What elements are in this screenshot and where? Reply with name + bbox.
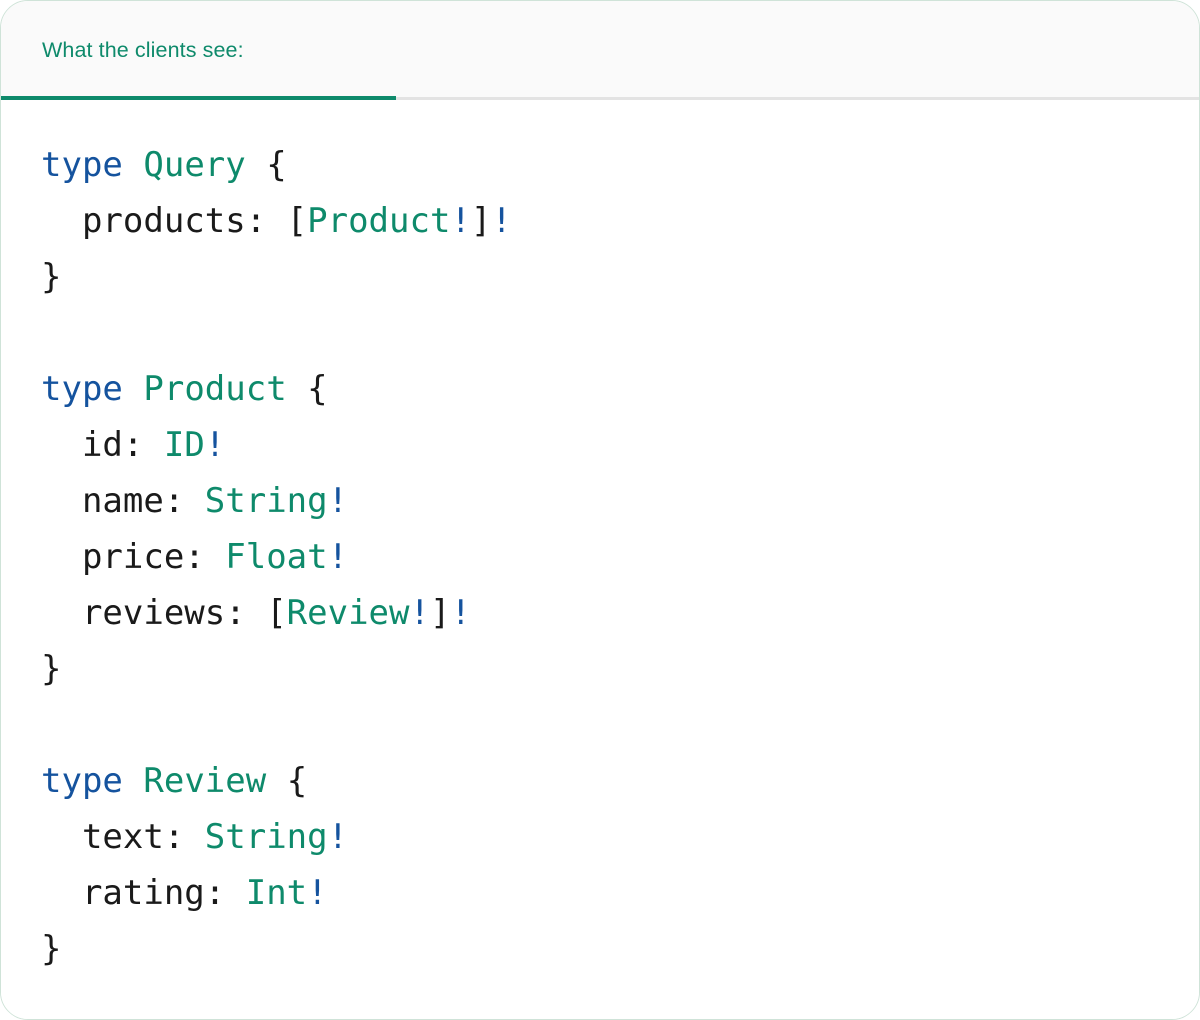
token-typename: Review (286, 593, 410, 633)
token-typename: String (204, 817, 328, 857)
token-keyword: type (41, 761, 123, 801)
token-typename: Query (143, 145, 246, 185)
graphql-schema-code[interactable]: type Query { products: [Product!]! } typ… (1, 137, 1199, 977)
code-line: } (41, 641, 1199, 697)
token-punct: } (41, 649, 62, 689)
token-field: text (41, 817, 164, 857)
code-line: id: ID! (41, 417, 1199, 473)
token-bang: ! (450, 201, 471, 241)
token-bang: ! (409, 593, 430, 633)
token-field: rating (41, 873, 205, 913)
code-line: reviews: [Review!]! (41, 585, 1199, 641)
tab-bar: What the clients see: (1, 1, 1199, 100)
token-punct: [ (266, 593, 287, 633)
token-punct: : (204, 873, 246, 913)
code-line: } (41, 249, 1199, 305)
token-bang: ! (327, 817, 349, 857)
token-bang: ! (491, 201, 512, 241)
token-field: id (41, 425, 123, 465)
code-panel: type Query { products: [Product!]! } typ… (1, 100, 1199, 1019)
token-punct: { (266, 145, 287, 185)
token-punct (266, 761, 286, 801)
token-punct: ] (470, 201, 492, 241)
code-line: text: String! (41, 809, 1199, 865)
token-field: price (41, 537, 185, 577)
token-punct: : (163, 817, 205, 857)
token-punct: { (286, 761, 308, 801)
token-field: products (41, 201, 246, 241)
token-field: name (41, 481, 164, 521)
token-punct: : (225, 593, 267, 633)
token-keyword: type (41, 145, 123, 185)
token-keyword: type (41, 369, 123, 409)
code-line: type Review { (41, 753, 1199, 809)
token-punct: : (184, 537, 226, 577)
token-bang: ! (204, 425, 226, 465)
code-line (41, 305, 1199, 361)
token-punct (246, 145, 266, 185)
code-line: price: Float! (41, 529, 1199, 585)
token-typename: Float (225, 537, 328, 577)
token-punct (123, 145, 143, 185)
token-field: reviews (41, 593, 226, 633)
tab-active-indicator (1, 96, 396, 100)
token-typename: Product (143, 369, 287, 409)
token-punct: [ (286, 201, 308, 241)
token-typename: String (204, 481, 328, 521)
token-punct: ] (429, 593, 451, 633)
tab-label: What the clients see: (42, 38, 244, 62)
token-punct: : (122, 425, 164, 465)
tab-what-the-clients-see[interactable]: What the clients see: (1, 1, 396, 100)
code-line: type Product { (41, 361, 1199, 417)
token-typename: Int (245, 873, 308, 913)
token-typename: Product (307, 201, 451, 241)
token-bang: ! (450, 593, 471, 633)
token-punct: } (41, 257, 62, 297)
token-bang: ! (327, 481, 349, 521)
token-punct (287, 369, 307, 409)
token-punct (123, 369, 143, 409)
code-line: type Query { (41, 137, 1199, 193)
token-punct: } (41, 929, 62, 969)
token-punct: : (163, 481, 205, 521)
token-punct (123, 761, 143, 801)
token-punct: : (245, 201, 287, 241)
code-line: products: [Product!]! (41, 193, 1199, 249)
tab-bar-baseline (1, 97, 1199, 100)
code-line: rating: Int! (41, 865, 1199, 921)
code-line: } (41, 921, 1199, 977)
code-line: name: String! (41, 473, 1199, 529)
token-typename: ID (163, 425, 205, 465)
code-line (41, 697, 1199, 753)
token-bang: ! (327, 537, 349, 577)
token-bang: ! (307, 873, 328, 913)
token-typename: Review (143, 761, 267, 801)
token-punct: { (307, 369, 328, 409)
